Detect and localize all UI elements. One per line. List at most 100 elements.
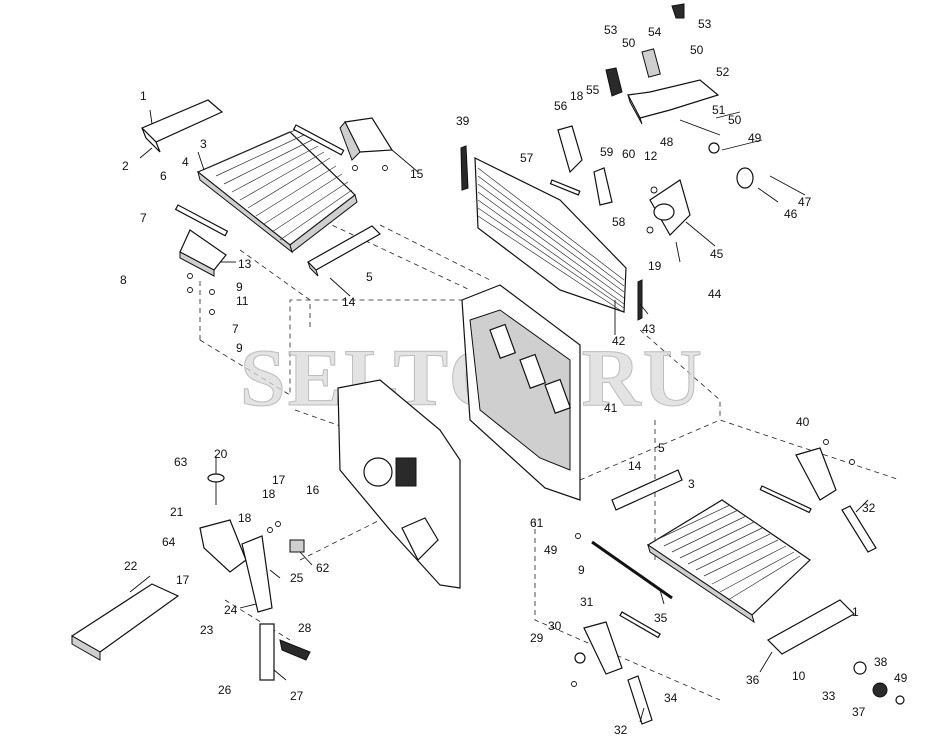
callout-5: 5 — [658, 441, 665, 455]
callout-30: 30 — [548, 619, 562, 633]
callout-9: 9 — [578, 563, 585, 577]
callout-31: 31 — [580, 595, 594, 609]
callout-32: 32 — [862, 501, 876, 515]
callout-20: 20 — [214, 447, 228, 461]
callout-52: 52 — [716, 65, 730, 79]
part-3-left-table — [196, 127, 358, 254]
callout-18: 18 — [570, 89, 584, 103]
callout-49: 49 — [894, 671, 908, 685]
part-22-extension — [70, 583, 180, 661]
callout-26: 26 — [218, 683, 232, 697]
part-31-lever — [583, 621, 623, 675]
callout-53: 53 — [604, 23, 618, 37]
callout-45: 45 — [710, 247, 724, 261]
callout-59: 59 — [600, 145, 614, 159]
part-53-lever-a — [605, 67, 623, 97]
part-45-head — [649, 179, 691, 236]
callout-63: 63 — [174, 455, 188, 469]
callout-53: 53 — [698, 17, 712, 31]
callout-7: 7 — [232, 322, 239, 336]
callout-32: 32 — [614, 723, 628, 737]
callout-56: 56 — [554, 99, 568, 113]
part-38-knob — [872, 682, 888, 698]
part-62-label — [289, 539, 305, 553]
callout-6: 6 — [160, 169, 167, 183]
part-58 — [593, 167, 613, 206]
callout-17: 17 — [272, 473, 286, 487]
callout-38: 38 — [874, 655, 888, 669]
callout-9: 9 — [236, 280, 243, 294]
callout-37: 37 — [852, 705, 866, 719]
callout-25: 25 — [290, 571, 304, 585]
callout-48: 48 — [660, 135, 674, 149]
part-28-lever — [279, 639, 311, 661]
callout-40: 40 — [796, 415, 810, 429]
part-35-rod — [591, 540, 673, 600]
callout-49: 49 — [748, 131, 762, 145]
callout-21: 21 — [170, 505, 184, 519]
part-46-ring — [736, 167, 754, 189]
callout-2: 2 — [122, 159, 129, 173]
part-43-strip — [637, 279, 643, 321]
part-54 — [641, 48, 661, 78]
callout-10: 10 — [792, 669, 806, 683]
part-21-bracket — [199, 519, 247, 573]
callout-61: 61 — [530, 516, 544, 530]
part-56 — [557, 125, 583, 174]
callout-4: 4 — [182, 155, 189, 169]
part-2-fence-holder — [140, 99, 224, 153]
callout-3: 3 — [688, 477, 695, 491]
callout-18: 18 — [262, 487, 276, 501]
callout-1: 1 — [852, 605, 859, 619]
callout-22: 22 — [124, 559, 138, 573]
part-20-knob — [207, 473, 225, 505]
callout-labels: 1 2 3 4 6 7 8 13 9 11 7 9 5 14 15 39 42 … — [120, 17, 908, 737]
callout-16: 16 — [306, 483, 320, 497]
part-14-rail — [307, 225, 381, 277]
callout-7: 7 — [140, 211, 147, 225]
callout-43: 43 — [642, 322, 656, 336]
part-25-leg — [241, 535, 273, 613]
callout-41: 41 — [604, 401, 618, 415]
bar-lower — [759, 485, 812, 514]
part-39-strip — [460, 145, 469, 191]
part-40-bracket — [795, 447, 837, 501]
part-32-shaft-b — [627, 675, 653, 725]
callout-64: 64 — [162, 535, 176, 549]
callout-58: 58 — [612, 215, 626, 229]
callout-1: 1 — [140, 89, 147, 103]
part-33-washer — [853, 661, 867, 675]
callout-23: 23 — [200, 623, 214, 637]
callout-62: 62 — [316, 561, 330, 575]
part-27-post — [259, 623, 275, 681]
part-42-fence — [474, 157, 627, 313]
callout-3: 3 — [200, 137, 207, 151]
callout-12: 12 — [644, 149, 658, 163]
callout-14: 14 — [628, 459, 642, 473]
callout-33: 33 — [822, 689, 836, 703]
callout-57: 57 — [520, 151, 534, 165]
callout-24: 24 — [224, 603, 238, 617]
callout-8: 8 — [120, 273, 127, 287]
part-49-nut — [895, 695, 905, 705]
bar-31 — [619, 611, 661, 639]
callout-49: 49 — [544, 543, 558, 557]
callout-5: 5 — [366, 270, 373, 284]
screws — [187, 165, 855, 687]
part-49-washer — [708, 142, 720, 154]
callout-36: 36 — [746, 673, 760, 687]
part-15-bracket — [339, 117, 394, 161]
part-3-right-table — [646, 499, 811, 624]
part-14-lower-rail — [611, 469, 683, 511]
part-13-bracket — [179, 229, 227, 277]
part-53-lever-b — [671, 3, 685, 19]
part-4-bar — [174, 204, 229, 237]
callout-55: 55 — [586, 83, 600, 97]
part-52-arm — [627, 79, 720, 125]
part-44-pin — [675, 241, 681, 263]
callout-44: 44 — [708, 287, 722, 301]
callout-13: 13 — [238, 257, 252, 271]
callout-39: 39 — [456, 114, 470, 128]
